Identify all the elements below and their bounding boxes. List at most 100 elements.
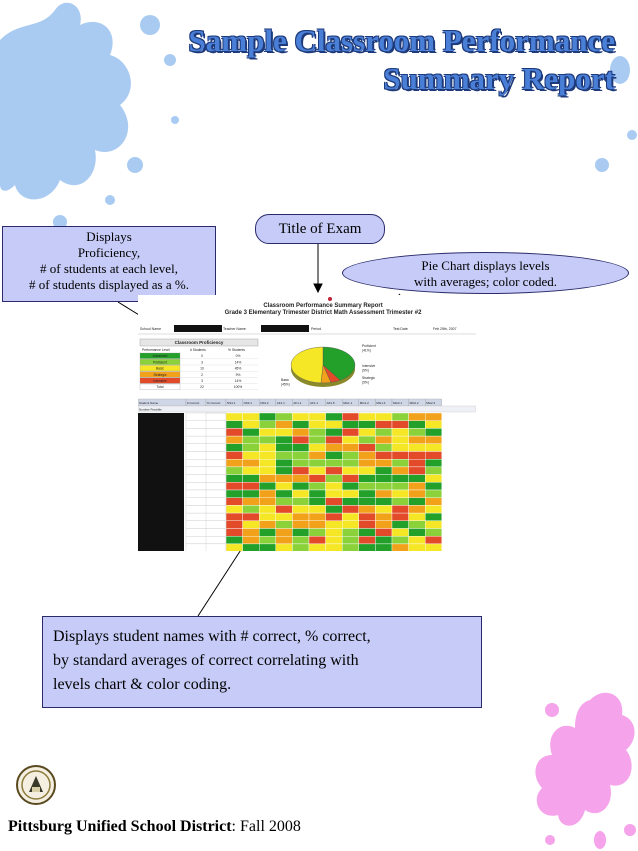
callout-line: Displays	[86, 229, 132, 244]
proficiency-level: Intensive	[153, 379, 166, 383]
standard-cell	[341, 505, 359, 514]
standard-cell	[408, 412, 426, 421]
proficiency-title-cell	[139, 338, 259, 347]
standard-cell	[275, 520, 293, 529]
proficiency-level-cell	[139, 352, 181, 359]
standard-cell	[225, 512, 243, 522]
standard-cell	[225, 505, 243, 514]
proficiency-level-cell	[139, 365, 181, 372]
proficiency-pct: 100%	[234, 385, 243, 389]
table-header-label: MG1.2	[360, 401, 369, 405]
standard-cell	[375, 412, 393, 421]
pie-label: Intensive	[362, 364, 375, 368]
standard-cell	[242, 420, 260, 429]
standard-cell	[258, 497, 276, 506]
callout-line: # of students displayed as a %.	[29, 277, 189, 292]
standard-cell	[308, 489, 326, 498]
standard-cell	[275, 412, 293, 421]
proficiency-level: Proficient	[153, 360, 167, 364]
standard-cell	[408, 458, 426, 468]
standard-cell	[325, 420, 343, 429]
blue-paint-splat	[0, 2, 179, 229]
redacted-student-names	[138, 413, 184, 551]
standard-cell	[408, 482, 426, 491]
proficiency-title: Classroom Proficiency	[175, 340, 224, 345]
standard-cell	[358, 489, 376, 498]
standard-cell	[225, 458, 243, 468]
proficiency-level: Strategic	[153, 373, 166, 377]
proficiency-count: 0	[201, 354, 203, 358]
standard-cell	[425, 512, 443, 522]
standard-cell	[275, 435, 293, 445]
standard-cell	[275, 505, 293, 514]
standard-cell	[258, 505, 276, 514]
standard-cell	[258, 528, 276, 537]
proficiency-column-header: Performance Level	[142, 348, 170, 352]
standard-cell	[258, 482, 276, 491]
proficiency-level-cell	[139, 359, 181, 365]
standard-cell	[292, 451, 310, 460]
standard-cell	[425, 443, 443, 452]
standard-cell	[242, 435, 260, 445]
standard-cell	[325, 451, 343, 460]
standard-cell	[292, 412, 310, 421]
standard-cell	[408, 505, 426, 514]
standard-cell	[225, 412, 243, 421]
standard-cell	[258, 443, 276, 452]
standard-cell	[391, 458, 409, 468]
callout-line: Displays student names with # correct, %…	[53, 628, 371, 645]
proficiency-pct: 9%	[236, 373, 241, 377]
standard-cell	[341, 528, 359, 537]
standard-cell	[292, 420, 310, 429]
standard-cell	[358, 435, 376, 445]
standard-cell	[308, 497, 326, 506]
standard-cell	[225, 466, 243, 475]
table-header-label: Student Name	[139, 401, 159, 405]
callout-line: # of students at each level,	[40, 261, 178, 276]
standard-cell	[308, 474, 326, 483]
standard-cell	[308, 458, 326, 468]
standard-cell	[391, 497, 409, 506]
standard-cell	[358, 482, 376, 491]
standard-cell	[408, 535, 426, 545]
standard-cell	[292, 435, 310, 445]
standard-cell	[391, 474, 409, 483]
standard-cell	[292, 512, 310, 522]
proficiency-level-cell	[139, 371, 181, 378]
standard-cell	[292, 466, 310, 475]
standard-cell	[225, 451, 243, 460]
table-header-label: NS3.1	[244, 401, 253, 405]
standard-cell	[408, 435, 426, 445]
table-header-label: MG2.3	[426, 401, 435, 405]
possible-row	[138, 405, 476, 413]
standard-cell	[341, 466, 359, 475]
standard-cell	[225, 489, 243, 498]
standard-cell	[408, 512, 426, 522]
standard-cell	[375, 482, 393, 491]
standard-cell	[242, 512, 260, 522]
standard-cell	[292, 520, 310, 529]
standard-cell	[358, 528, 376, 537]
standard-cell	[408, 474, 426, 483]
standard-cell	[341, 535, 359, 545]
standard-cell	[425, 412, 443, 421]
proficiency-level-cell	[139, 383, 181, 390]
standard-cell	[391, 412, 409, 421]
standard-cell	[358, 497, 376, 506]
standard-cell	[225, 528, 243, 537]
standard-cell	[258, 489, 276, 498]
standard-cell	[341, 435, 359, 445]
standard-cell	[391, 535, 409, 545]
standard-cell	[408, 543, 426, 551]
exam-title-callout: Title of Exam	[255, 214, 385, 244]
proficiency-level: Basic	[156, 367, 164, 371]
standard-cell	[375, 528, 393, 537]
proficiency-pct: 45%	[235, 367, 242, 371]
standard-cell	[308, 482, 326, 491]
standard-cell	[275, 428, 293, 437]
standard-cell	[292, 535, 310, 545]
table-header-label: AF1.1	[277, 401, 285, 405]
standard-cell	[242, 505, 260, 514]
